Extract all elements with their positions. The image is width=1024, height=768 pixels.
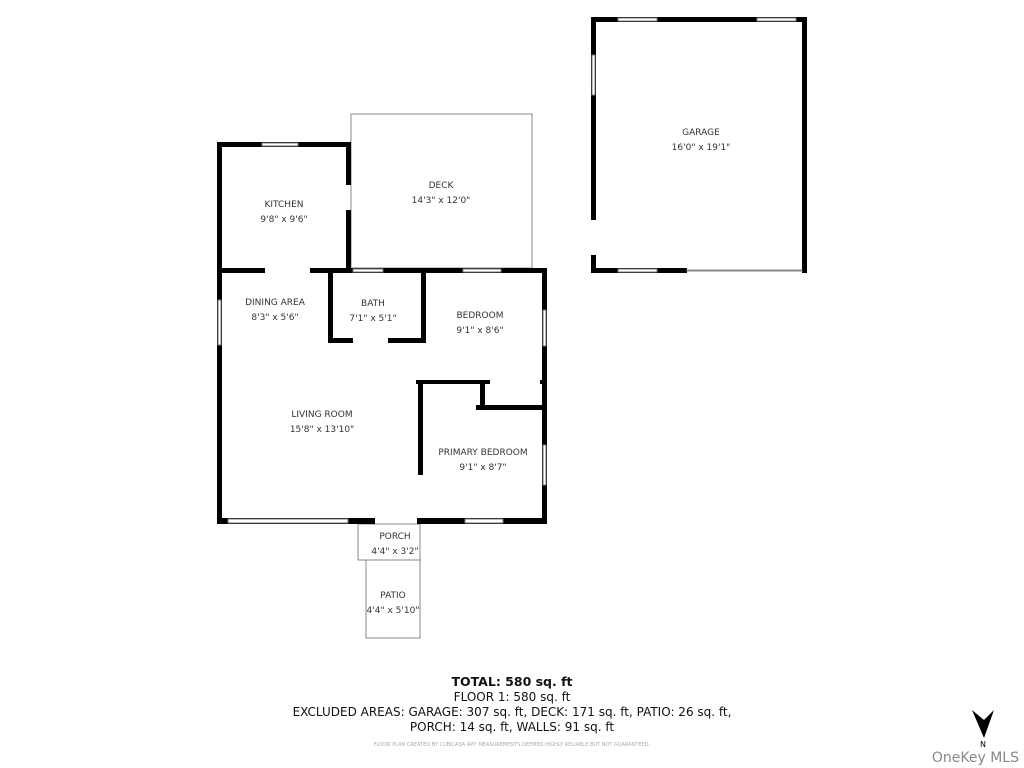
- area-summary: TOTAL: 580 sq. ft FLOOR 1: 580 sq. ft EX…: [293, 674, 732, 735]
- total-area: TOTAL: 580 sq. ft: [451, 674, 573, 689]
- patio-outline: [365, 559, 421, 639]
- watermark-logo: OneKey MLS: [931, 750, 1019, 766]
- excluded-areas: EXCLUDED AREAS: GARAGE: 307 sq. ft, DECK…: [292, 705, 732, 719]
- north-arrow-icon: [972, 710, 994, 738]
- credit-note: FLOOR PLAN CREATED BY CUBICASA APP. MEAS…: [373, 742, 651, 748]
- north-label: N: [980, 740, 986, 749]
- garage-walls: [591, 17, 807, 273]
- floor-area: FLOOR 1: 580 sq. ft: [453, 690, 571, 704]
- windows: [217, 142, 547, 524]
- excluded-areas-cont: PORCH: 14 sq. ft, WALLS: 91 sq. ft: [409, 720, 615, 734]
